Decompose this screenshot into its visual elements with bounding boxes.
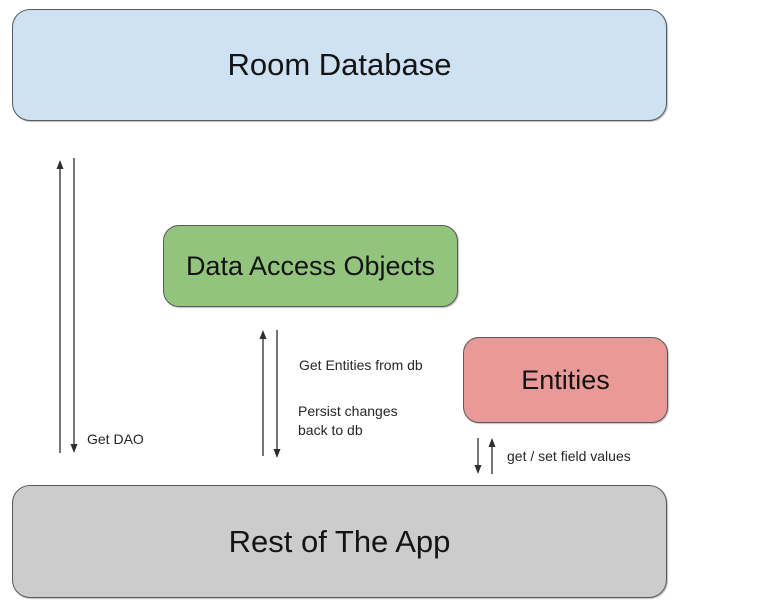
- arrow-entities-to-app-down: [474, 438, 482, 474]
- arrow-app-to-roomdb-up: [56, 160, 64, 453]
- arrow-roomdb-to-app-down: [70, 158, 78, 453]
- edge-label-get-entities-from-db: Get Entities from db: [299, 357, 423, 373]
- edge-label-persist-changes-back-to-db: Persist changes back to db: [298, 403, 398, 438]
- node-room-database-label: Room Database: [227, 47, 452, 82]
- node-entities: Entities: [463, 337, 668, 423]
- arrow-app-to-entities-up: [488, 438, 496, 474]
- edge-label-get-dao: Get DAO: [87, 431, 144, 447]
- node-rest-of-the-app-label: Rest of The App: [228, 523, 451, 559]
- node-rest-of-the-app: Rest of The App: [12, 485, 667, 598]
- node-entities-label: Entities: [521, 364, 610, 395]
- edge-label-get-set-field-values: get / set field values: [507, 448, 631, 464]
- node-data-access-objects-label: Data Access Objects: [185, 250, 436, 281]
- arrow-app-to-dao-up: [259, 330, 267, 456]
- node-room-database: Room Database: [12, 9, 667, 121]
- node-data-access-objects: Data Access Objects: [163, 225, 458, 307]
- arrow-dao-to-app-down: [273, 330, 281, 458]
